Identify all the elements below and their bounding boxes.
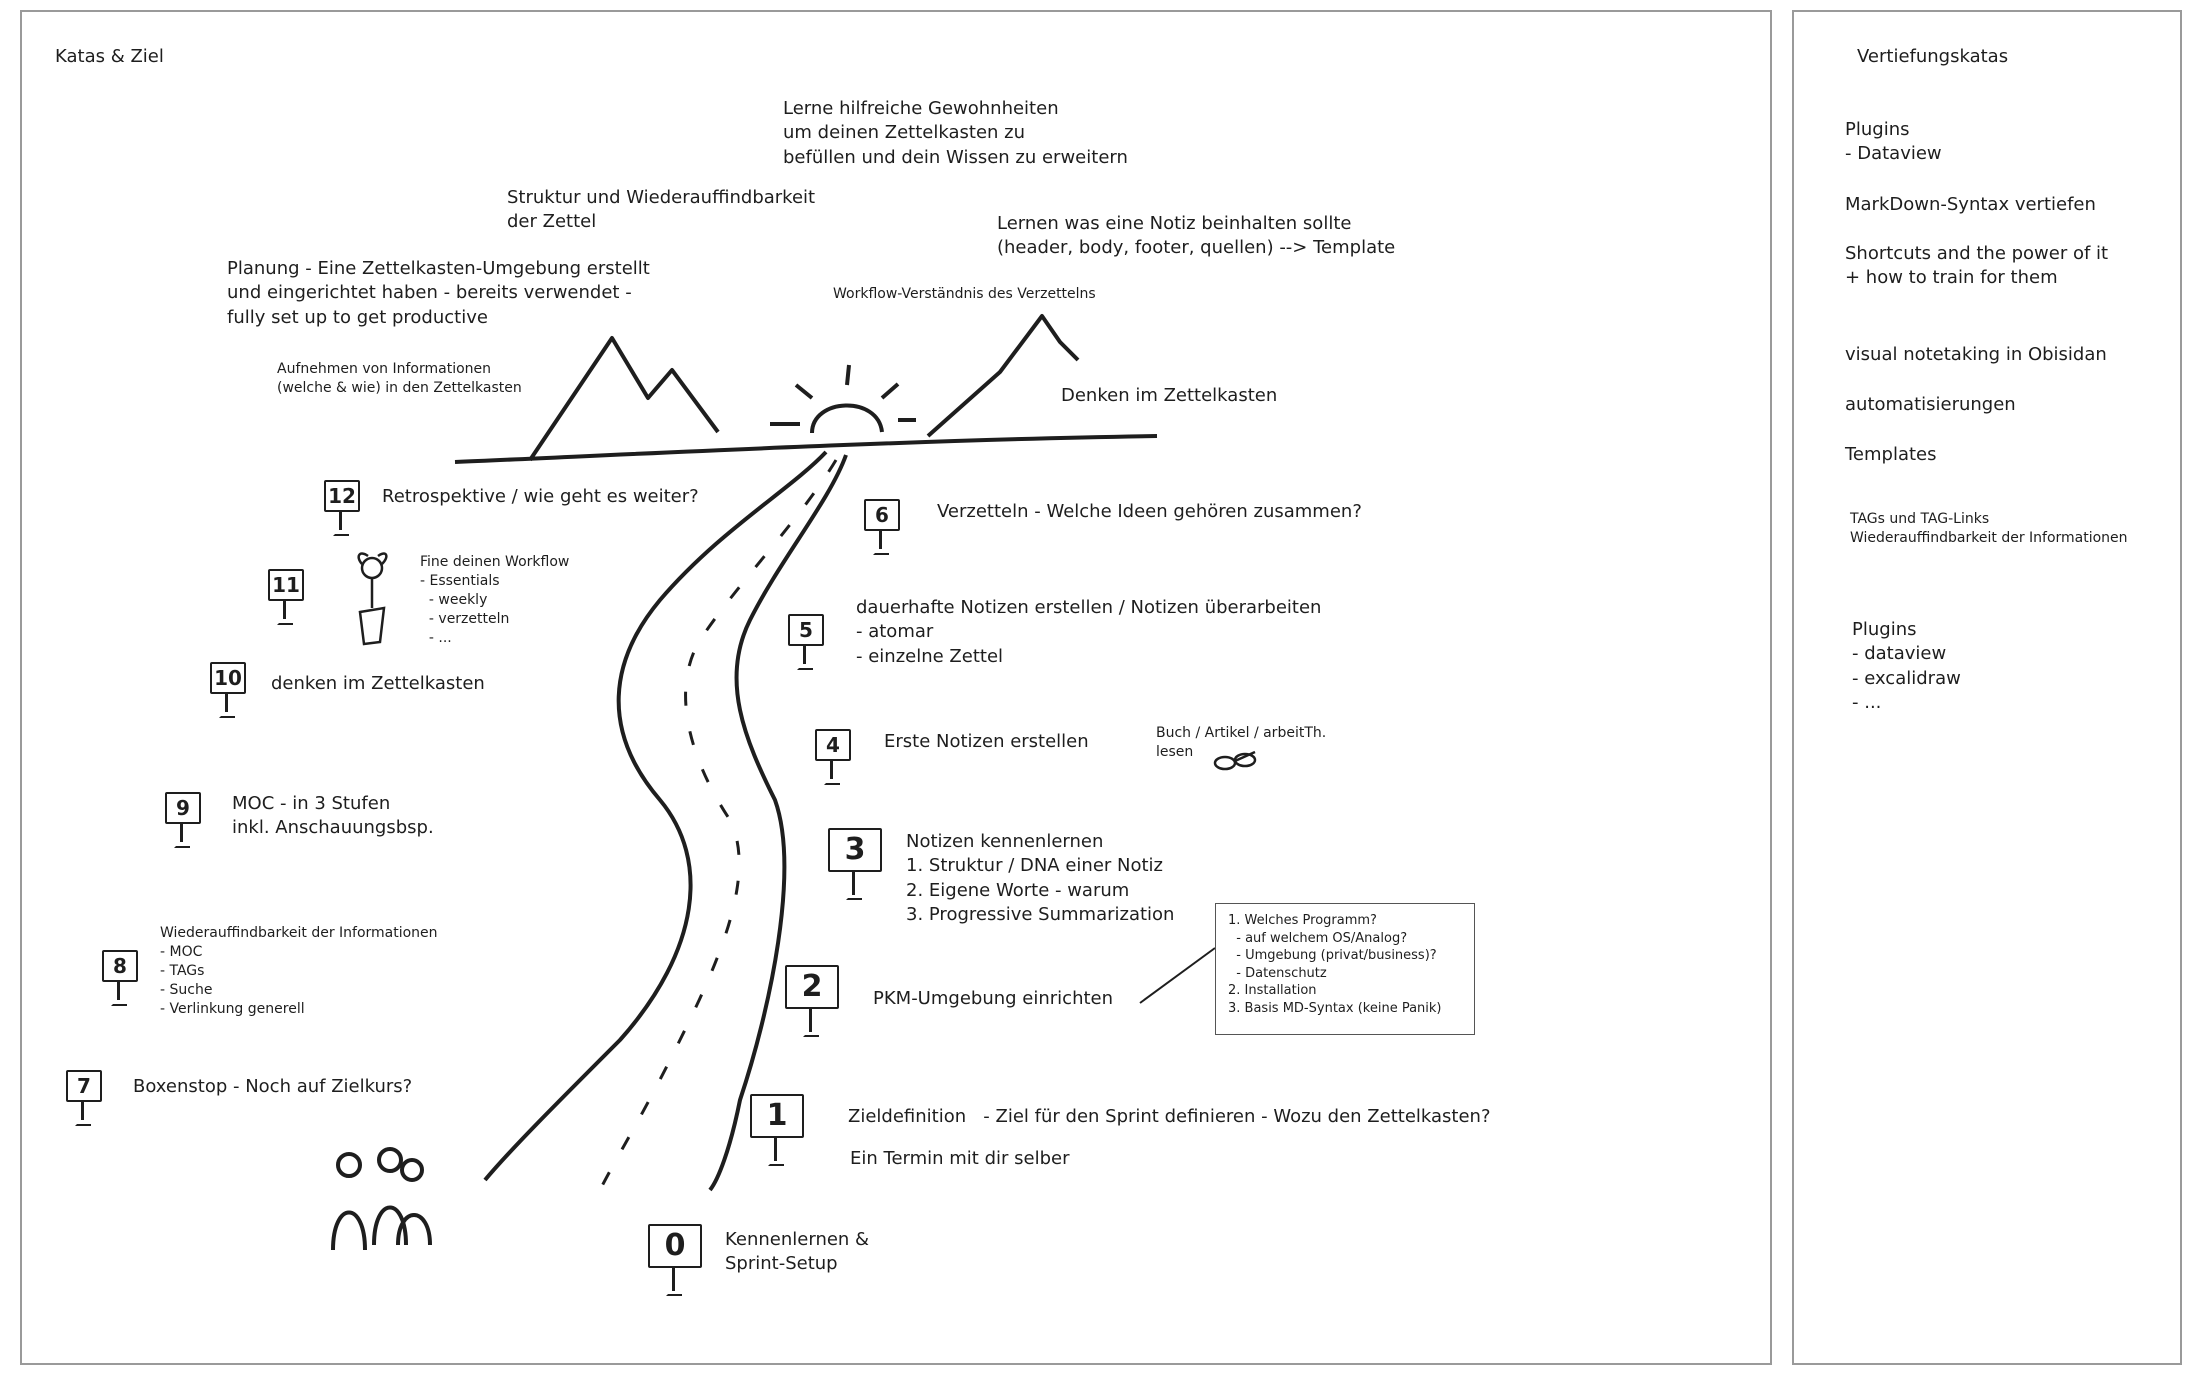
horizon-line	[454, 434, 1158, 464]
mountain-right-icon	[926, 314, 1080, 438]
signpost-5: 5	[786, 612, 826, 672]
road-icon	[483, 450, 848, 1192]
signpost-9: 9	[163, 790, 203, 850]
step-11-text: Fine deinen Workflow - Essentials - week…	[420, 554, 570, 646]
step-10-text: denken im Zettelkasten	[271, 673, 485, 694]
connector-line	[1139, 947, 1216, 1004]
step-3-text: Notizen kennenlernen 1. Struktur / DNA e…	[906, 831, 1175, 925]
step-1-text: Zieldefinition - Ziel für den Sprint def…	[848, 1106, 1491, 1127]
page-title: Katas & Ziel	[55, 46, 164, 67]
programm-box-text: 1. Welches Programm? - auf welchem OS/An…	[1228, 913, 1442, 1016]
step-2-text: PKM-Umgebung einrichten	[873, 988, 1114, 1009]
sidebar-item-automatisierungen: automatisierungen	[1845, 394, 2016, 415]
goal-aufnehmen: Aufnehmen von Informationen (welche & wi…	[277, 361, 522, 396]
step-12-text: Retrospektive / wie geht es weiter?	[382, 486, 699, 507]
sidebar-item-templates: Templates	[1845, 444, 1937, 465]
step-9-text: MOC - in 3 Stufen inkl. Anschauungsbsp.	[232, 793, 434, 839]
mountain-left-icon	[528, 336, 720, 462]
step-4-text: Erste Notizen erstellen	[884, 731, 1089, 752]
signpost-4: 4	[813, 727, 853, 787]
sidebar-title: Vertiefungskatas	[1857, 46, 2009, 67]
signpost-8: 8	[100, 948, 140, 1008]
sidebar-item-visual-notetaking: visual notetaking in Obisidan	[1845, 344, 2107, 365]
sidebar-item-plugins-list: Plugins - dataview - excalidraw - ...	[1852, 619, 1961, 713]
goal-denken: Denken im Zettelkasten	[1061, 385, 1278, 406]
signpost-0: 0	[646, 1222, 702, 1296]
signpost-11: 11	[266, 567, 306, 627]
step-1-sub: Ein Termin mit dir selber	[850, 1148, 1070, 1169]
step-4-note: Buch / Artikel / arbeitTh. lesen	[1156, 725, 1327, 760]
programm-details-box: 1. Welches Programm? - auf welchem OS/An…	[1215, 903, 1475, 1035]
step-5-text: dauerhafte Notizen erstellen / Notizen ü…	[856, 597, 1322, 667]
signpost-12: 12	[322, 478, 362, 538]
road-center-dashes	[598, 459, 838, 1191]
sidebar-item-markdown: MarkDown-Syntax vertiefen	[1845, 194, 2096, 215]
glasses-icon	[1213, 750, 1257, 771]
step-0-text: Kennenlernen & Sprint-Setup	[725, 1229, 870, 1275]
signpost-2: 2	[783, 963, 839, 1037]
sun-icon	[770, 364, 916, 434]
step-6-text: Verzetteln - Welche Ideen gehören zusamm…	[937, 501, 1362, 522]
signpost-6: 6	[862, 497, 902, 557]
signpost-10: 10	[208, 660, 248, 720]
signpost-7: 7	[64, 1068, 104, 1128]
sidebar-item-tags: TAGs und TAG-Links Wiederauffindbarkeit …	[1850, 511, 2128, 546]
people-icon	[331, 1147, 432, 1251]
goal-workflow: Workflow-Verständnis des Verzettelns	[833, 286, 1096, 302]
goal-struktur: Struktur und Wiederauffindbarkeit der Ze…	[507, 187, 816, 233]
step-7-text: Boxenstop - Noch auf Zielkurs?	[133, 1076, 413, 1097]
goal-planung: Planung - Eine Zettelkasten-Umgebung ers…	[227, 258, 650, 328]
goal-notiz: Lernen was eine Notiz beinhalten sollte …	[997, 213, 1396, 259]
signpost-3: 3	[826, 826, 882, 900]
goal-habits: Lerne hilfreiche Gewohnheiten um deinen …	[783, 98, 1128, 168]
main-canvas-frame	[20, 10, 1772, 1365]
signpost-1: 1	[748, 1092, 804, 1166]
flower-icon	[357, 552, 388, 646]
sidebar-frame	[1792, 10, 2182, 1365]
step-8-text: Wiederauffindbarkeit der Informationen -…	[160, 925, 438, 1017]
sidebar-item-shortcuts: Shortcuts and the power of it + how to t…	[1845, 243, 2109, 289]
sidebar-item-plugins-dataview: Plugins - Dataview	[1845, 119, 1942, 165]
